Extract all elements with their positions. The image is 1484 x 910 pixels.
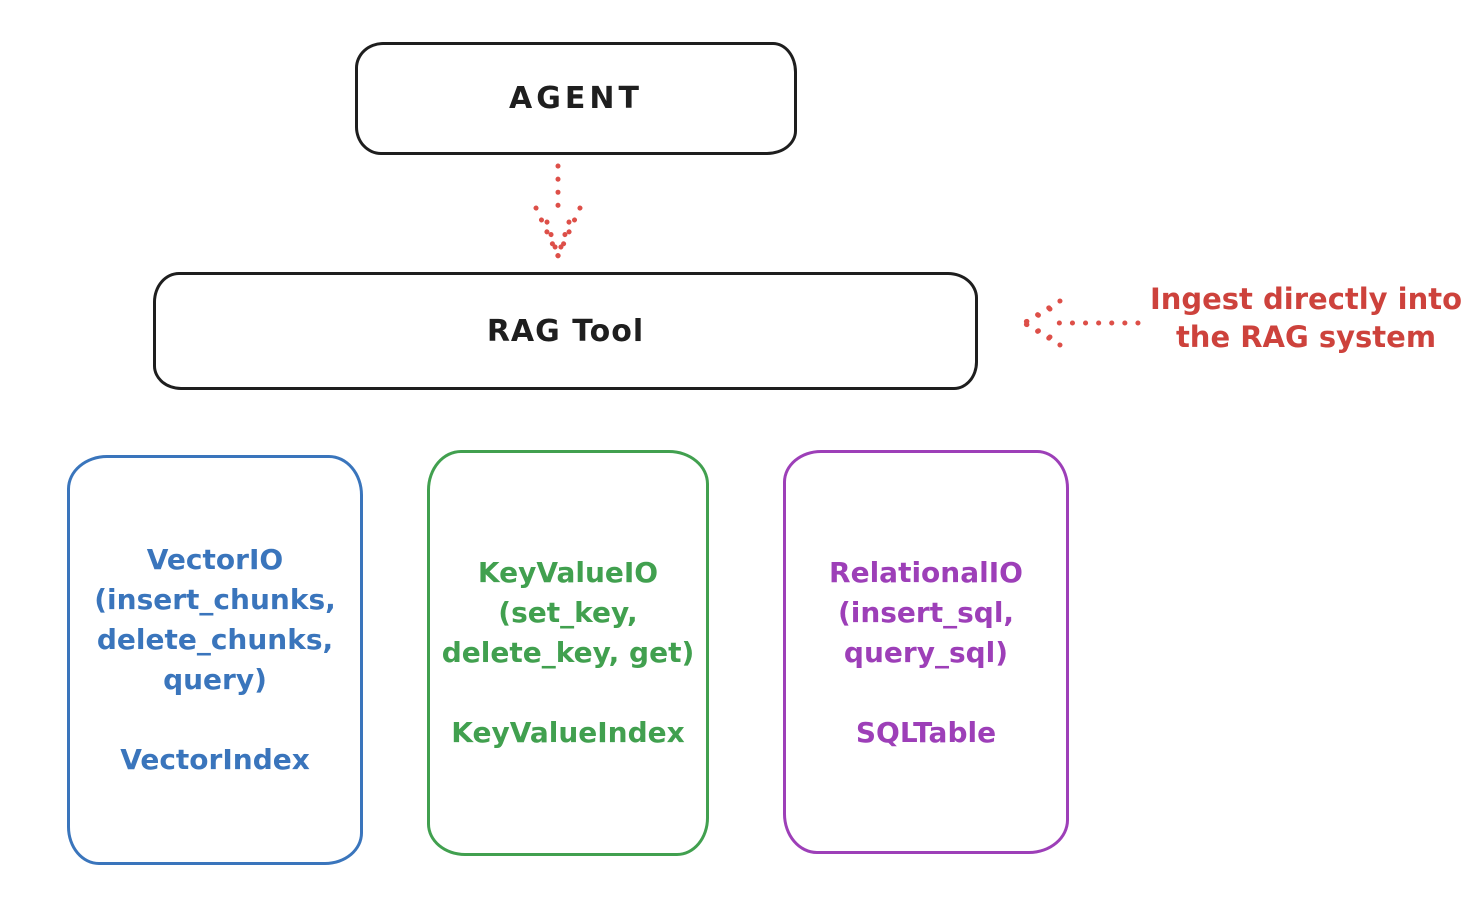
agent-node: AGENT bbox=[355, 42, 797, 155]
keyvalue-io-methods-line1: (set_key, bbox=[498, 596, 638, 629]
arrowhead-inner-right bbox=[555, 219, 572, 259]
arrowhead-top bbox=[1021, 298, 1063, 326]
arrowhead-left bbox=[533, 205, 561, 259]
sql-table-label: SQLTable bbox=[855, 716, 997, 749]
vector-index-label: VectorIndex bbox=[120, 743, 310, 776]
keyvalue-io-node: KeyValueIO (set_key, delete_key, get) Ke… bbox=[427, 450, 709, 856]
relational-io-methods-line1: (insert_sql, bbox=[837, 596, 1015, 629]
vector-io-methods-line2: delete_chunks, bbox=[96, 623, 334, 656]
relational-io-node: RelationalIO (insert_sql, query_sql) SQL… bbox=[783, 450, 1069, 854]
arrowhead-bottom bbox=[1021, 320, 1063, 348]
ingest-annotation-line2: the RAG system bbox=[1175, 320, 1437, 354]
arrowhead-inner-top bbox=[1021, 306, 1053, 326]
agent-label: AGENT bbox=[509, 81, 643, 116]
rag-tool-node: RAG Tool bbox=[153, 272, 978, 390]
vector-io-title: VectorIO bbox=[146, 543, 284, 576]
vector-io-node: VectorIO (insert_chunks, delete_chunks, … bbox=[67, 455, 363, 865]
keyvalue-io-title: KeyValueIO bbox=[477, 556, 659, 589]
agent-to-ragtool-arrow-icon bbox=[533, 163, 583, 259]
arrowhead-inner-bottom bbox=[1021, 320, 1053, 340]
relational-io-title: RelationalIO bbox=[829, 556, 1023, 589]
vector-io-methods-line1: (insert_chunks, bbox=[94, 583, 336, 616]
ingest-arrow-icon bbox=[1021, 298, 1141, 348]
ingest-annotation: Ingest directly into the RAG system bbox=[1140, 280, 1472, 356]
arrowhead-inner-left bbox=[544, 219, 561, 259]
arrowhead-right bbox=[555, 205, 583, 259]
rag-tool-label: RAG Tool bbox=[486, 313, 645, 349]
ingest-annotation-line1: Ingest directly into bbox=[1149, 282, 1463, 316]
keyvalue-index-label: KeyValueIndex bbox=[451, 716, 685, 749]
relational-io-methods-line2: query_sql) bbox=[843, 636, 1009, 669]
keyvalue-io-methods-line2: delete_key, get) bbox=[441, 636, 695, 669]
vector-io-methods-line3: query) bbox=[163, 663, 267, 696]
